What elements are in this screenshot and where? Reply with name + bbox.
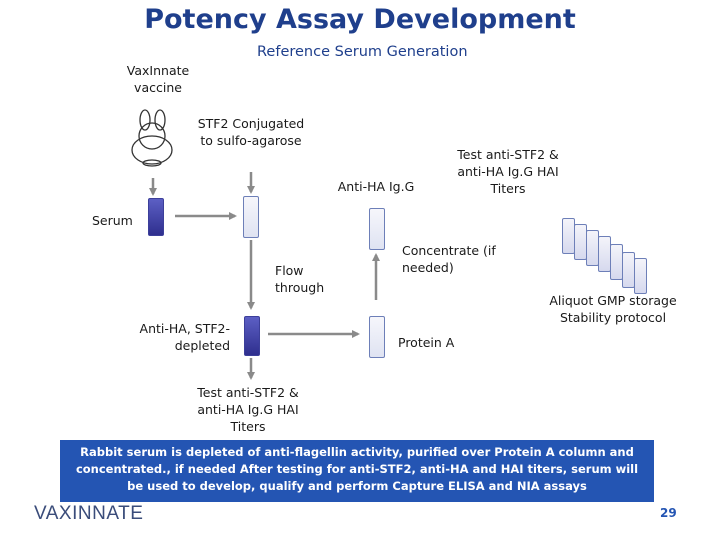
vaxinnate-logo: VAXINNATE	[34, 503, 144, 524]
serum-label: Serum	[92, 213, 133, 228]
test-titers-bottom-label: Test anti-STF2 & anti-HA Ig.G HAI Titers	[197, 385, 299, 434]
concentrate-label: Concentrate (if needed)	[402, 243, 496, 275]
page-number: 29	[660, 506, 677, 520]
flow-through-label: Flow through	[275, 263, 325, 295]
protein-a-column-icon	[369, 316, 385, 358]
depleted-label: Anti-HA, STF2-depleted	[139, 321, 230, 353]
summary-banner: Rabbit serum is depleted of anti-flagell…	[60, 440, 654, 502]
subtitle: Reference Serum Generation	[257, 44, 468, 60]
serum-tube-icon	[148, 198, 164, 236]
depleted-tube-icon	[244, 316, 260, 356]
vaccine-label: VaxInnate vaccine	[126, 63, 190, 95]
stf2-conjugated-label: STF2 Conjugated to sulfo-agarose	[197, 116, 305, 148]
anti-ha-igg-label: Anti-HA Ig.G	[337, 179, 415, 194]
slide-title: Potency Assay Development	[144, 4, 576, 35]
agarose-column-icon	[243, 196, 259, 238]
aliquot-tube-icon	[634, 258, 647, 294]
aliquot-label: Aliquot GMP storage Stability protocol	[549, 293, 677, 325]
protein-a-label: Protein A	[398, 335, 455, 350]
test-titers-top-label: Test anti-STF2 & anti-HA Ig.G HAI Titers	[457, 147, 559, 196]
rabbit-icon	[131, 109, 173, 167]
anti-ha-igg-tube-icon	[369, 208, 385, 250]
